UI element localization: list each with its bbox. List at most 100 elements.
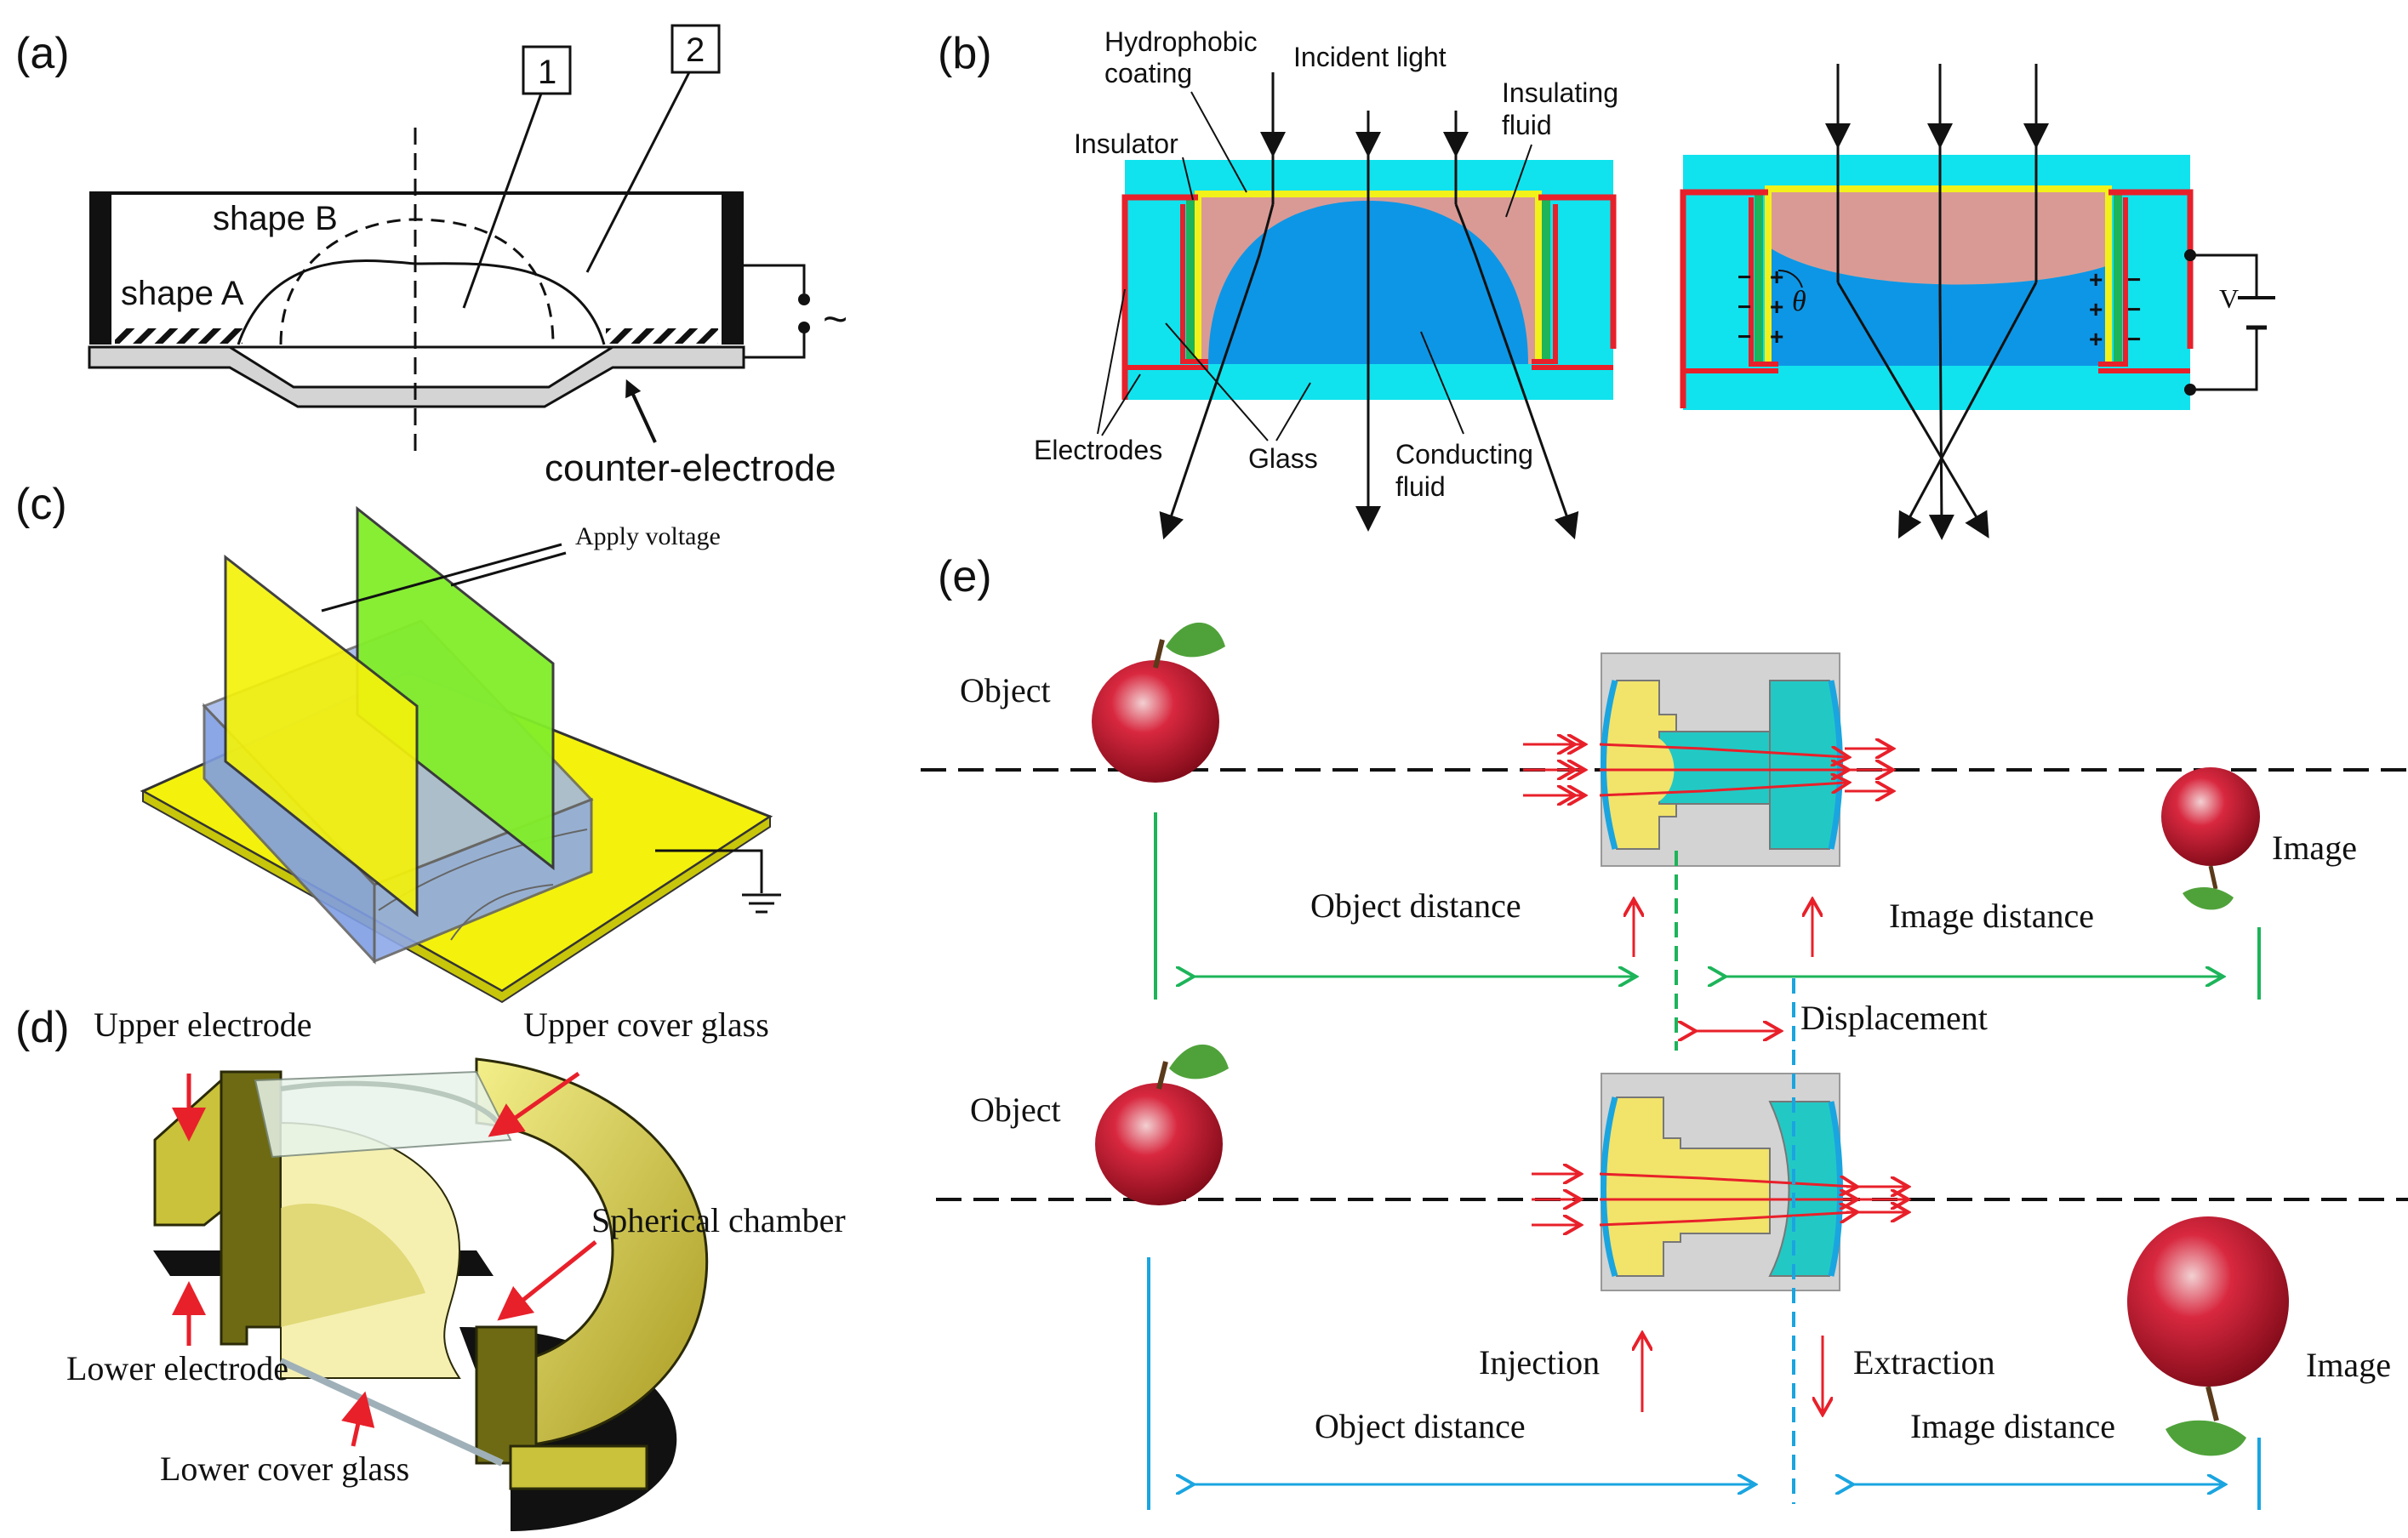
panel-b-voltage-label: V <box>2219 283 2239 314</box>
panel-d: (d) Upper electrode Upper cover glass Sp… <box>15 1003 846 1531</box>
panel-a-hatch-left <box>115 328 243 344</box>
panel-c-liquid-meniscus-2 <box>450 884 554 941</box>
panel-a-shape-a-label: shape A <box>121 275 244 312</box>
panel-a-counter-label: counter-electrode <box>545 447 836 489</box>
panel-e-top-object-apple <box>1092 622 1225 783</box>
panel-c: (c) Apply voltage <box>15 480 781 1004</box>
panel-b-theta: θ <box>1792 286 1806 317</box>
panel-d-spherical-chamber-label: Spherical chamber <box>591 1201 846 1239</box>
panel-d-outer-ring <box>475 1057 709 1448</box>
panel-b-conducting-1: Conducting <box>1395 439 1533 470</box>
panel-b-insulating-1: Insulating <box>1502 77 1618 108</box>
panel-e-bottom-rays <box>1532 1174 1906 1225</box>
panel-a-right-wall <box>722 191 744 345</box>
panel-a-wire-2 <box>744 332 806 359</box>
panel-e-bottom-image-apple <box>2127 1216 2289 1456</box>
panel-d-lower-flange <box>509 1444 648 1490</box>
panel-e-bottom-image-distance: Image distance <box>1910 1407 2115 1445</box>
panel-b-hydrophobic-1: Hydrophobic <box>1104 26 1258 57</box>
panel-c-wire-2 <box>450 551 567 587</box>
panel-a-shape-a-curve <box>237 259 606 345</box>
panel-b-contact-angle-arc <box>1777 269 1803 288</box>
panel-e-bottom-lens-device <box>1601 1073 1843 1291</box>
panel-b-hydrophobic-pointer <box>1190 91 1247 193</box>
panel-a-terminal-1 <box>798 293 810 305</box>
panel-b-insulator: Insulator <box>1074 128 1178 159</box>
panel-a-box-1-label: 1 <box>538 54 556 91</box>
panel-a-shape-b-curve <box>279 218 555 345</box>
panel-b-label: (b) <box>938 29 992 78</box>
panel-e-bottom-object-apple <box>1095 1044 1229 1205</box>
panel-b-hydrophobic-2: coating <box>1104 58 1192 88</box>
panel-b: (b) <box>938 26 2275 540</box>
svg-text:−: − <box>2127 296 2141 322</box>
svg-text:−: − <box>1738 323 1751 350</box>
panel-b-incident-light: Incident light <box>1293 42 1447 72</box>
panel-b-insulating-pointer <box>1505 144 1532 218</box>
panel-a-pointer-1 <box>462 93 543 309</box>
svg-text:+: + <box>2089 296 2103 322</box>
panel-c-label: (c) <box>15 480 67 529</box>
panel-a-pointer-2 <box>585 71 691 273</box>
panel-c-green-electrode <box>356 505 555 871</box>
panel-e-bottom-image-label: Image <box>2306 1346 2391 1384</box>
panel-d-upper-electrode: Upper electrode <box>94 1005 312 1044</box>
panel-e: (e) Object <box>921 552 2408 1510</box>
panel-a: (a) 1 2 shape B shape A ~ counter-electr… <box>15 24 847 489</box>
panel-b-glass-pointer-2 <box>1275 382 1311 441</box>
panel-b-insulating-2: fluid <box>1502 110 1552 140</box>
panel-b-left-rays <box>1159 72 1579 540</box>
panel-a-label: (a) <box>15 29 70 78</box>
panel-b-electrodes: Electrodes <box>1034 435 1162 465</box>
panel-c-ground-wire <box>655 849 763 893</box>
panel-b-glass: Glass <box>1248 443 1318 474</box>
svg-text:+: + <box>2089 266 2103 293</box>
panel-b-insulator-pointer <box>1182 157 1194 201</box>
panel-d-pointer-spherical <box>497 1240 597 1321</box>
panel-a-wire <box>744 264 806 293</box>
panel-d-lower-electrode-label: Lower electrode <box>66 1349 288 1387</box>
panel-b-electrodes-pointer-1 <box>1097 288 1126 435</box>
panel-e-top-object-distance: Object distance <box>1310 886 1521 925</box>
panel-a-shape-b-label: shape B <box>213 200 338 237</box>
panel-d-lower-cover-glass-label: Lower cover glass <box>160 1450 409 1488</box>
panel-b-glass-pointer-1 <box>1165 322 1269 441</box>
panel-a-hatch-right <box>606 328 718 344</box>
panel-b-conducting-2: fluid <box>1395 471 1446 502</box>
panel-d-chamber-shade <box>281 1203 425 1327</box>
panel-e-top-image-apple <box>2161 767 2260 910</box>
panel-c-yellow-electrode <box>224 554 419 918</box>
panel-e-top-lens-device <box>1601 652 1843 867</box>
panel-e-top-object-label: Object <box>960 671 1051 709</box>
panel-b-right-cell <box>1680 155 2194 410</box>
panel-b-voltage-source <box>2184 249 2275 396</box>
panel-e-injection: Injection <box>1479 1343 1600 1381</box>
svg-text:−: − <box>2127 326 2141 352</box>
panel-d-label: (d) <box>15 1003 70 1052</box>
svg-text:+: + <box>2089 326 2103 352</box>
svg-text:−: − <box>2127 266 2141 293</box>
svg-text:+: + <box>1770 264 1783 290</box>
panel-d-pointer-upper-glass <box>488 1071 580 1137</box>
panel-b-conducting-pointer <box>1420 331 1464 435</box>
panel-a-box-2 <box>670 24 721 74</box>
panel-e-bottom-object-distance: Object distance <box>1315 1407 1526 1445</box>
svg-text:−: − <box>1738 264 1751 290</box>
panel-d-lower-cover-glass <box>279 1358 504 1467</box>
panel-d-pointer-lower-glass <box>341 1391 375 1447</box>
svg-text:+: + <box>1770 293 1783 320</box>
panel-d-upper-cover-glass-label: Upper cover glass <box>523 1005 769 1044</box>
panel-a-left-wall <box>89 191 111 345</box>
panel-a-box-2-label: 2 <box>686 31 705 69</box>
panel-c-apply-voltage: Apply voltage <box>575 522 721 550</box>
panel-a-counter-pointer <box>625 379 657 443</box>
panel-a-ac-symbol: ~ <box>823 295 847 343</box>
panel-b-right-rays <box>1825 64 2049 540</box>
panel-e-top-rays <box>1523 744 1891 795</box>
svg-text:+: + <box>1770 323 1783 350</box>
panel-e-bottom-object-label: Object <box>970 1091 1061 1129</box>
panel-e-top-image-label: Image <box>2272 829 2357 867</box>
panel-a-box-1 <box>522 45 572 95</box>
panel-e-label: (e) <box>938 552 992 601</box>
panel-e-displacement: Displacement <box>1800 999 1988 1037</box>
